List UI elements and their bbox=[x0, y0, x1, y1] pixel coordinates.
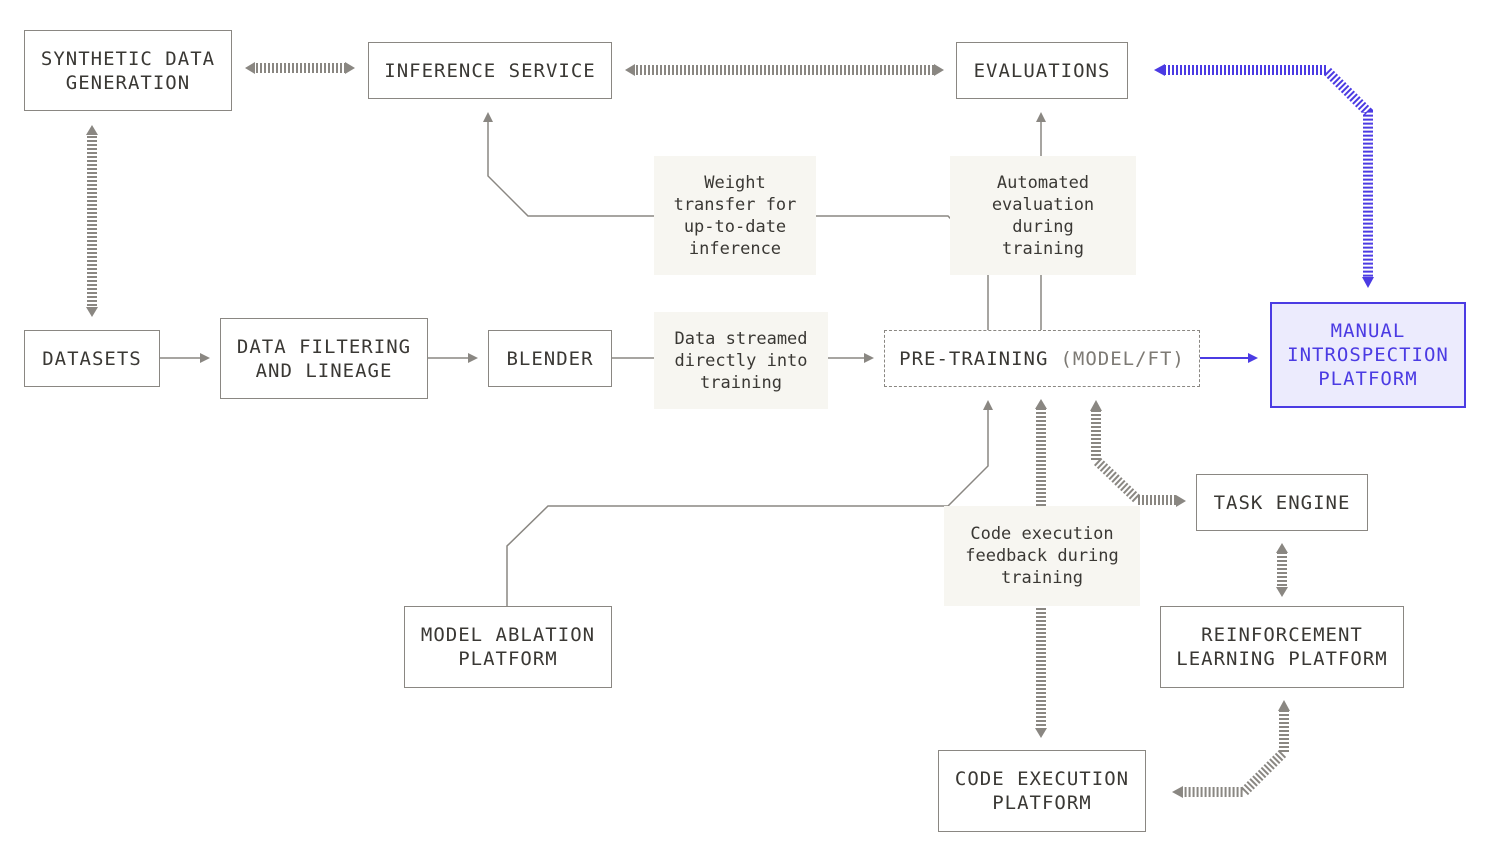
data-streamed-note: Data streamed directly into training bbox=[654, 312, 828, 409]
datasets-box[interactable]: DATASETS bbox=[24, 330, 160, 387]
arrowhead-inference bbox=[483, 112, 493, 122]
hatched-connectors bbox=[86, 62, 1290, 798]
synthetic-data-generation-box[interactable]: SYNTHETIC DATA GENERATION bbox=[24, 30, 232, 111]
task-engine-curve-hatch bbox=[1091, 410, 1178, 505]
arrowhead-evaluations bbox=[1036, 112, 1046, 122]
arrowhead-filtering bbox=[200, 353, 210, 363]
synthetic-inference-hatch bbox=[254, 63, 346, 73]
evaluations-box[interactable]: EVALUATIONS bbox=[956, 42, 1128, 99]
code-feedback-hatch-lower bbox=[1036, 606, 1046, 730]
arrowhead-blender bbox=[468, 353, 478, 363]
code-feedback-hatch-upper bbox=[1036, 408, 1046, 506]
pre-training-box[interactable]: PRE-TRAINING (MODEL/FT) bbox=[884, 330, 1200, 387]
blender-box[interactable]: BLENDER bbox=[488, 330, 612, 387]
arrowhead-manual bbox=[1248, 353, 1258, 363]
code-execution-box[interactable]: CODE EXECUTION PLATFORM bbox=[938, 750, 1146, 832]
reinforcement-learning-box[interactable]: REINFORCEMENT LEARNING PLATFORM bbox=[1160, 606, 1404, 688]
solid-arrowheads bbox=[200, 112, 1046, 410]
task-engine-box[interactable]: TASK ENGINE bbox=[1196, 474, 1368, 531]
accent-connectors bbox=[1154, 64, 1374, 363]
model-ablation-box[interactable]: MODEL ABLATION PLATFORM bbox=[404, 606, 612, 688]
rl-code-curve-hatch bbox=[1182, 710, 1289, 797]
manual-introspection-box[interactable]: MANUAL INTROSPECTION PLATFORM bbox=[1270, 302, 1466, 408]
pre-training-label: PRE-TRAINING bbox=[899, 347, 1049, 370]
inference-evaluations-hatch bbox=[634, 65, 936, 75]
ablation-path bbox=[506, 410, 989, 606]
weight-transfer-note: Weight transfer for up-to-date inference bbox=[654, 156, 816, 275]
code-feedback-note: Code execution feedback during training bbox=[944, 506, 1140, 606]
inference-service-box[interactable]: INFERENCE SERVICE bbox=[368, 42, 612, 99]
task-rl-hatch bbox=[1277, 552, 1287, 588]
pre-training-suffix: (MODEL/FT) bbox=[1060, 347, 1185, 370]
arrowhead-pretraining-bottom bbox=[983, 400, 993, 410]
automated-evaluation-note: Automated evaluation during training bbox=[950, 156, 1136, 275]
arrowhead-pretraining-left bbox=[864, 353, 874, 363]
evaluations-manual-hatch bbox=[1164, 65, 1373, 278]
data-filtering-box[interactable]: DATA FILTERING AND LINEAGE bbox=[220, 318, 428, 399]
synthetic-datasets-hatch bbox=[87, 134, 97, 308]
